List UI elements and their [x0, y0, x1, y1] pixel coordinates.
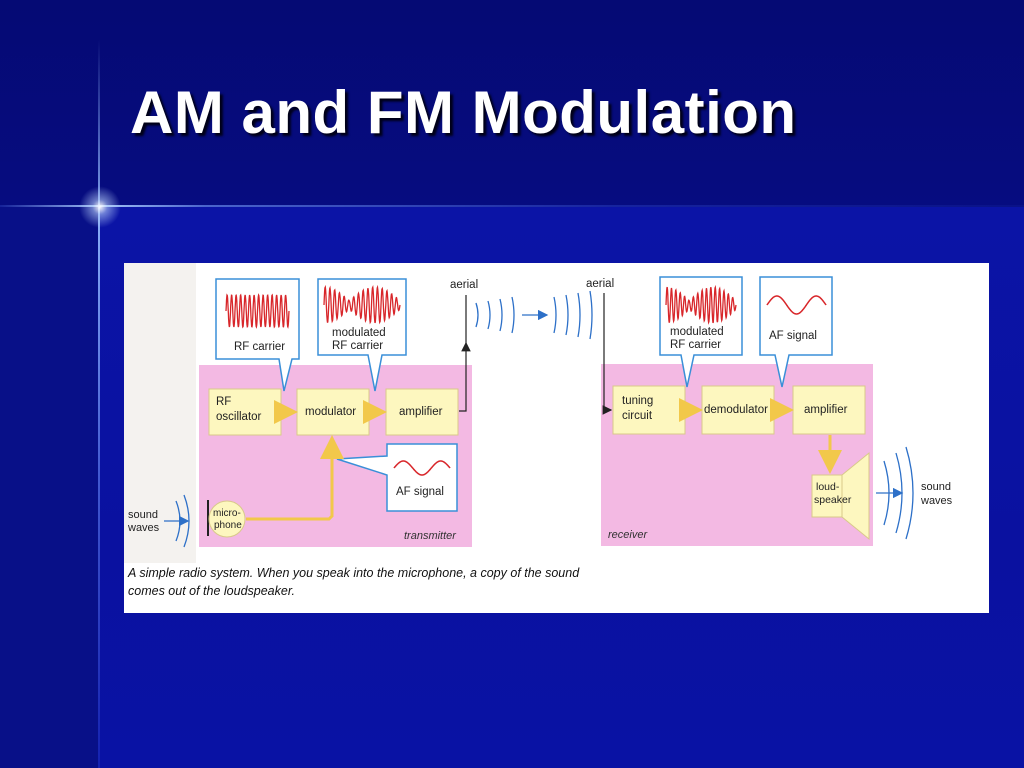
sparkle-decoration: [79, 186, 121, 228]
figure-caption-line-2: comes out of the loudspeaker.: [128, 584, 295, 598]
transmitter-amplifier-block: [385, 388, 459, 436]
rf-oscillator-block: [208, 388, 282, 436]
transmitter-af-signal-label: AF signal: [396, 486, 444, 498]
amplifier-to-aerial-line: [459, 341, 471, 412]
transmitter-aerial-label: aerial: [450, 279, 478, 291]
receiver-af-wave-icon: [766, 295, 827, 315]
receiver-label: receiver: [608, 529, 648, 541]
slide-header-background: [0, 0, 1024, 207]
microphone-label: micro-phone: [213, 508, 242, 531]
horizontal-accent-line: [0, 205, 1024, 207]
receiver-af-signal-callout: [759, 276, 833, 388]
transmitter-af-signal-callout: [336, 443, 458, 512]
rf-carrier-label: RF carrier: [234, 341, 285, 353]
receiver-modulated-callout: [659, 276, 743, 388]
slide-title: AM and FM Modulation: [130, 79, 797, 146]
outgoing-sound-arc-3: [905, 446, 914, 540]
rf-carrier-wave-icon: [225, 293, 290, 329]
microphone-signal-path: [246, 448, 334, 521]
microphone-icon: [208, 500, 246, 538]
receiver-modulated-wave-icon: [665, 284, 737, 325]
loudspeaker-block: [811, 474, 843, 518]
transmitter-amplifier-label: amplifier: [399, 406, 443, 418]
receiver-af-signal-label: AF signal: [769, 330, 817, 342]
aerial-to-tuning-line: [602, 293, 613, 415]
receiver-amplifier-block: [792, 385, 866, 435]
demodulator-label: demodulator: [704, 404, 768, 416]
demodulator-block: [701, 385, 775, 435]
vertical-accent-line: [98, 40, 100, 768]
receiver-aerial-label: aerial: [586, 278, 614, 290]
loudspeaker-label: loud-speaker: [814, 481, 852, 506]
modulated-wave-icon: [323, 284, 401, 325]
radio-waves: [475, 290, 593, 340]
receiver-amplifier-label: amplifier: [804, 404, 848, 416]
transmitter-label: transmitter: [404, 530, 457, 542]
sound-wave-arc-1: [175, 500, 181, 542]
af-signal-wave-icon: [393, 460, 451, 476]
left-accent-band: [0, 207, 98, 768]
figure-caption-line-1: A simple radio system. When you speak in…: [127, 566, 580, 580]
sound-wave-arc-2: [183, 494, 190, 548]
background-page-strip: [124, 263, 196, 563]
modulator-label: modulator: [305, 406, 356, 418]
